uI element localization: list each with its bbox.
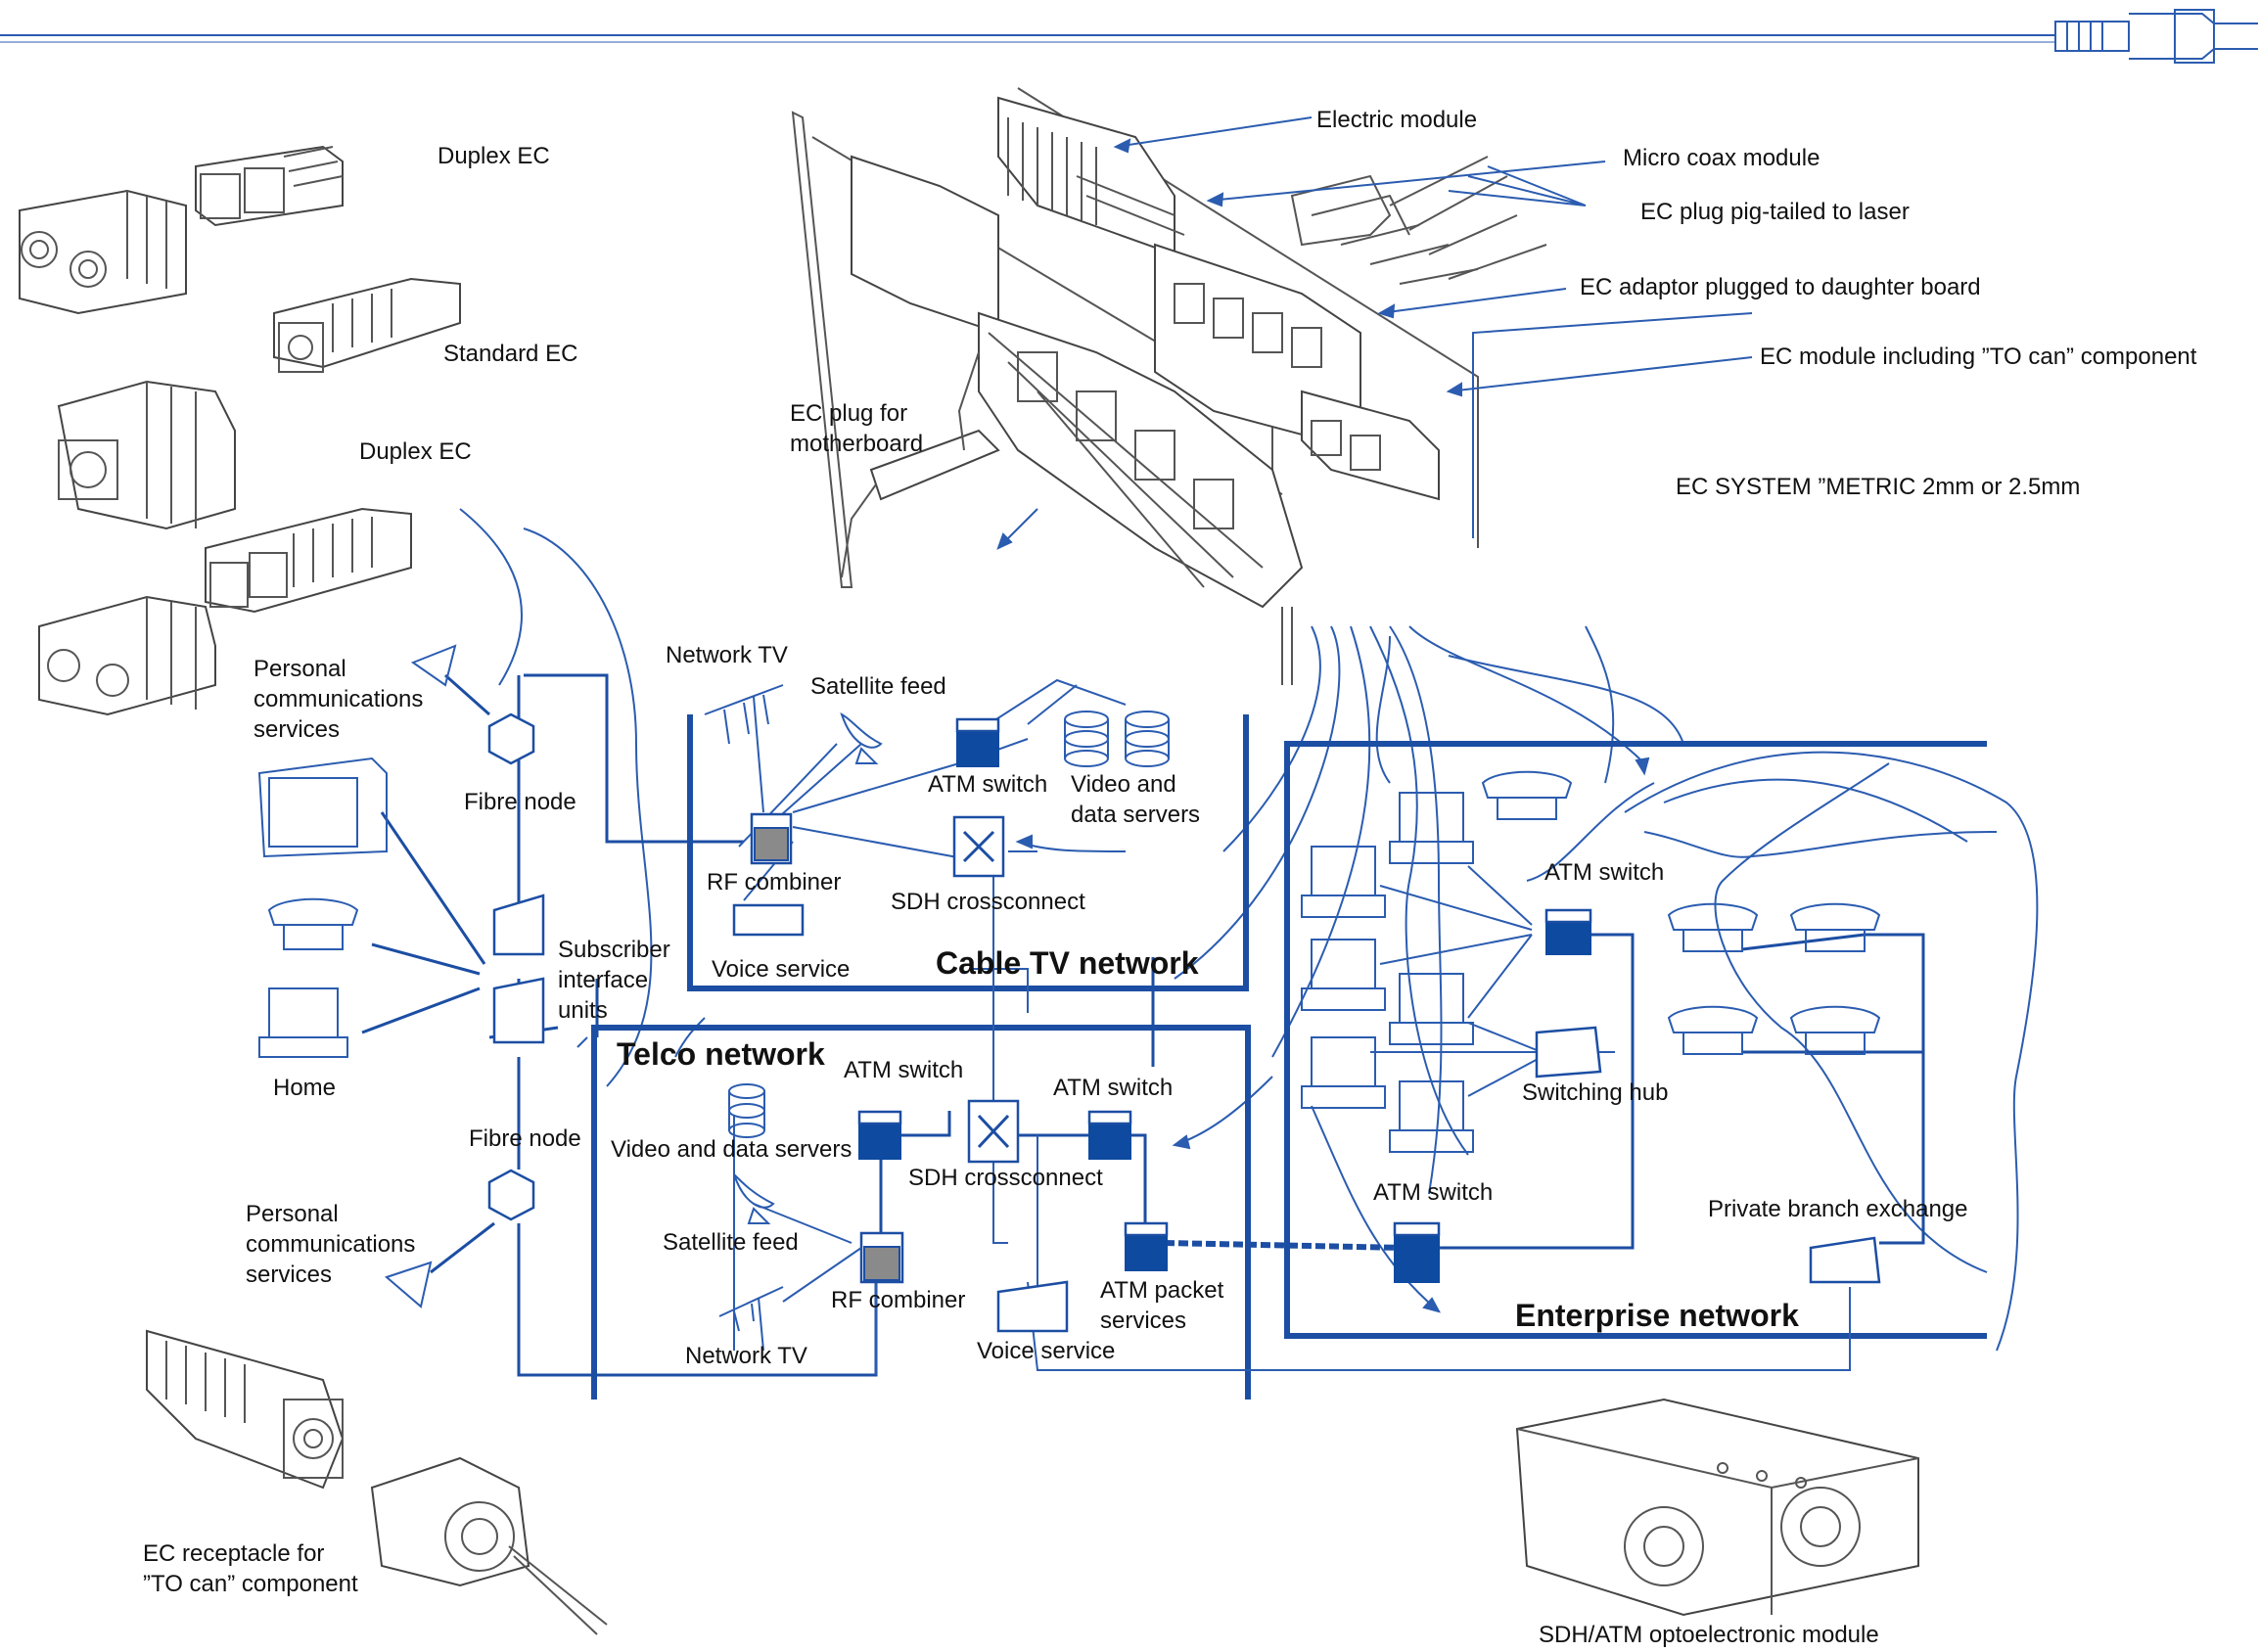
- cable-tv-equipment: [704, 678, 1170, 1244]
- ec-system-rack-illustration: [791, 87, 1547, 685]
- label-telco-satellite-feed: Satellite feed: [663, 1229, 799, 1256]
- label-fibre-node-bottom: Fibre node: [469, 1125, 581, 1152]
- label-telco-voice-service: Voice service: [977, 1338, 1116, 1364]
- satellite-dish-icon: [840, 712, 883, 764]
- label-ec-system: EC SYSTEM ”METRIC 2mm or 2.5mm: [1676, 474, 2081, 500]
- label-pcs-top: Personal communications services: [253, 656, 424, 743]
- label-telco-rf-combiner: RF combiner: [831, 1287, 966, 1313]
- cable-plug-icon: [2054, 9, 2258, 64]
- enterprise-computers-icon: [1301, 792, 1474, 1153]
- label-enterprise-atm-switch-top: ATM switch: [1544, 859, 1665, 886]
- telephone-icon: [267, 897, 359, 950]
- cable-tv-network-title: Cable TV network: [936, 945, 1199, 981]
- pbx-box-icon: [1809, 1236, 1881, 1284]
- enterprise-telephones-icon: [1481, 770, 1881, 1055]
- label-sdh-atm-module: SDH/ATM optoelectronic module: [1539, 1622, 1879, 1648]
- flow-lines: [459, 508, 2039, 1352]
- label-subscriber-units: Subscriber interface units: [558, 937, 670, 1024]
- label-cable-voice-service: Voice service: [712, 956, 851, 983]
- enterprise-boundary: [1284, 741, 1987, 1339]
- fibre-node-bottom-icon: [487, 1169, 535, 1221]
- label-cable-video-servers: Video and data servers: [1071, 771, 1201, 828]
- enterprise-network-title: Enterprise network: [1515, 1298, 1799, 1333]
- label-enterprise-atm-switch-bottom: ATM switch: [1373, 1179, 1494, 1206]
- label-duplex-ec-top: Duplex EC: [438, 143, 550, 169]
- subscriber-devices: [257, 644, 545, 1308]
- pcs-top-icon: [410, 644, 457, 687]
- sdh-atm-module-illustration: [1515, 1398, 1919, 1617]
- label-ec-plug-motherboard: EC plug for motherboard: [790, 400, 924, 457]
- cable-tv-boundary: [687, 714, 1249, 991]
- label-ec-receptacle: EC receptacle for ”TO can” component: [143, 1540, 358, 1597]
- label-cable-rf-combiner: RF combiner: [707, 869, 842, 895]
- label-home: Home: [273, 1075, 337, 1101]
- label-duplex-ec-bottom: Duplex EC: [359, 438, 472, 465]
- label-telco-network-tv: Network TV: [685, 1343, 807, 1369]
- fibre-node-top-icon: [487, 712, 535, 765]
- label-ec-plug-pigtailed: EC plug pig-tailed to laser: [1640, 199, 1910, 225]
- telco-network-title: Telco network: [617, 1036, 825, 1072]
- label-cable-satellite-feed: Satellite feed: [810, 673, 946, 700]
- callout-arrows: [996, 116, 1753, 550]
- enterprise-equipment: [1301, 770, 1925, 1284]
- label-pbx: Private branch exchange: [1708, 1196, 1968, 1222]
- label-pcs-bottom: Personal communications services: [246, 1201, 416, 1288]
- pcs-bottom-icon: [385, 1261, 433, 1308]
- label-ec-adaptor: EC adaptor plugged to daughter board: [1580, 274, 1981, 300]
- label-telco-atm-switch-1: ATM switch: [844, 1057, 964, 1083]
- telco-boundary: [591, 1025, 1251, 1400]
- tv-set-icon: [257, 757, 388, 858]
- label-ec-module-to-can: EC module including ”TO can” component: [1760, 344, 2197, 370]
- voice-service-box-icon: [732, 903, 805, 937]
- switching-hub-icon: [1535, 1026, 1602, 1078]
- label-telco-video-servers: Video and data servers: [611, 1136, 853, 1163]
- label-switching-hub: Switching hub: [1522, 1079, 1669, 1106]
- label-cable-sdh-crossconnect: SDH crossconnect: [891, 889, 1085, 915]
- antenna-icon: [704, 684, 784, 813]
- telco-server-icon: [728, 1083, 765, 1138]
- label-cable-atm-switch: ATM switch: [928, 771, 1048, 798]
- label-atm-packet-services: ATM packet services: [1100, 1277, 1224, 1334]
- home-computer-icon: [258, 987, 348, 1058]
- label-micro-coax-module: Micro coax module: [1623, 145, 1820, 171]
- subscriber-unit-top-icon: [492, 894, 545, 956]
- label-telco-atm-switch-2: ATM switch: [1053, 1075, 1174, 1101]
- duplex-ec-top-illustration: [19, 145, 344, 315]
- telco-voice-service-icon: [996, 1280, 1069, 1333]
- label-cable-network-tv: Network TV: [666, 642, 788, 668]
- label-telco-sdh-crossconnect: SDH crossconnect: [908, 1165, 1103, 1191]
- duplex-ec-bottom-illustration: [38, 507, 412, 716]
- telco-satellite-dish-icon: [733, 1173, 775, 1224]
- label-electric-module: Electric module: [1316, 107, 1478, 133]
- ec-receptacle-illustration: [146, 1329, 608, 1635]
- header-rule: [0, 9, 2258, 64]
- telco-antenna-icon: [718, 1286, 784, 1352]
- label-fibre-node-top: Fibre node: [464, 789, 576, 815]
- label-standard-ec: Standard EC: [443, 341, 578, 367]
- subscriber-unit-bottom-icon: [492, 977, 545, 1044]
- standard-ec-illustration: [57, 277, 461, 530]
- telco-equipment: [718, 1083, 1851, 1375]
- server-stack-icon: [1064, 711, 1170, 767]
